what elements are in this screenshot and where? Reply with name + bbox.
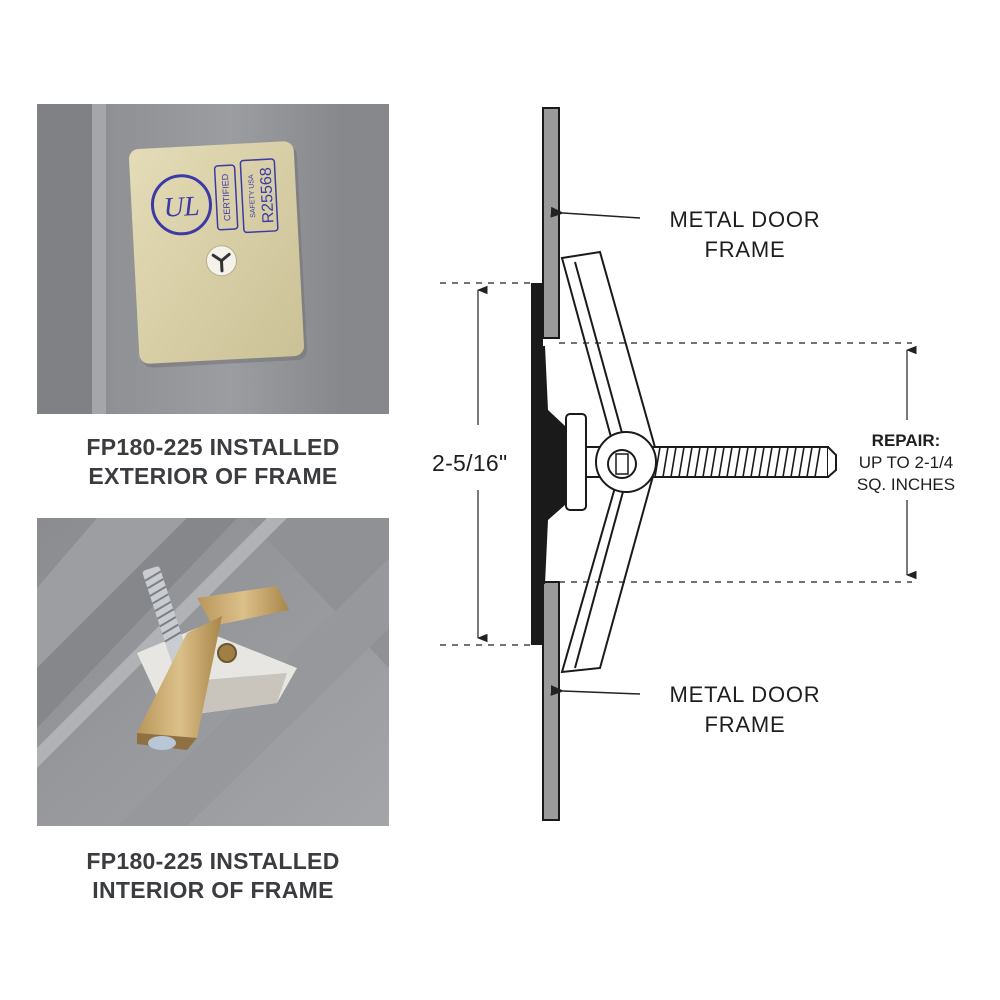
top-frame-label-line1: METAL DOOR: [669, 207, 821, 232]
top-frame-label: METAL DOOR FRAME: [640, 205, 850, 265]
interior-caption: FP180-225 INSTALLED INTERIOR OF FRAME: [37, 847, 389, 905]
bottom-frame-arrow: [550, 685, 641, 696]
plate-dimension-label: 2-5/16": [432, 450, 508, 476]
bottom-frame-label-line2: FRAME: [704, 712, 786, 737]
certificate-number-text: R25568: [258, 167, 278, 224]
interior-caption-line2: INTERIOR OF FRAME: [92, 877, 334, 903]
safety-text: SAFETY USA: [248, 174, 257, 218]
interior-photo: [37, 518, 389, 826]
top-frame-arrow: [550, 206, 641, 219]
exterior-caption: FP180-225 INSTALLED EXTERIOR OF FRAME: [37, 433, 389, 491]
top-frame-label-line2: FRAME: [704, 237, 786, 262]
toggle-bolt-icon: [137, 566, 289, 750]
exterior-caption-line2: EXTERIOR OF FRAME: [88, 463, 338, 489]
repair-line1: UP TO 2-1/4: [858, 453, 954, 472]
repair-plate: [531, 283, 582, 645]
repair-heading: REPAIR:: [871, 431, 941, 450]
bottom-frame-label: METAL DOOR FRAME: [640, 680, 850, 740]
repair-line2: SQ. INCHES: [856, 475, 956, 494]
repair-dimension-lines: [559, 342, 917, 583]
door-frame-wall: [542, 107, 560, 821]
bolt-head: [565, 413, 587, 511]
certified-text: CERTIFIED: [220, 173, 232, 221]
bottom-frame-label-line1: METAL DOOR: [669, 682, 821, 707]
exterior-photo: UL CERTIFIED SAFETY USA R25568: [37, 104, 389, 414]
plate-dimension-lines: [440, 282, 531, 646]
pivot-pin: [595, 431, 657, 493]
interior-caption-line1: FP180-225 INSTALLED: [86, 848, 340, 874]
repair-label: REPAIR: UP TO 2-1/4 SQ. INCHES: [838, 430, 974, 496]
ul-logo-text: UL: [163, 191, 200, 224]
certification-plate: UL CERTIFIED SAFETY USA R25568: [129, 141, 308, 368]
exterior-caption-line1: FP180-225 INSTALLED: [86, 434, 340, 460]
